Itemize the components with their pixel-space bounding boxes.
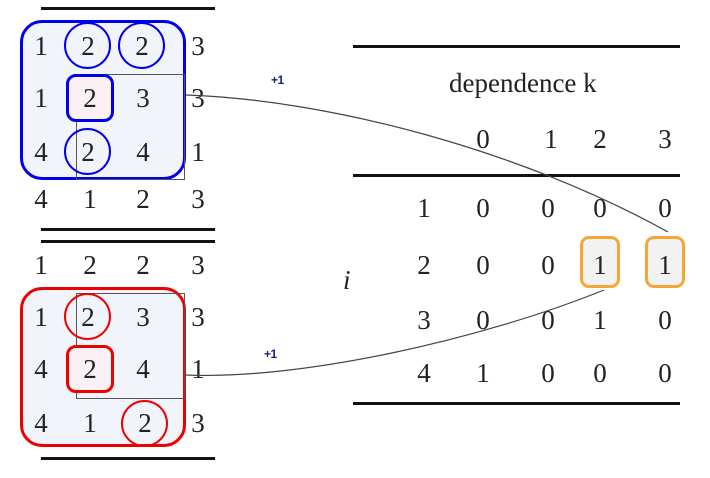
matrix-top-cell-r0c3: 3 <box>191 31 205 61</box>
matrix-top-cell-r1c3: 3 <box>191 83 205 113</box>
matrix-top-circle-r0c1 <box>64 22 111 69</box>
table-midrule <box>353 174 680 177</box>
table-cell-r3c1: 0 <box>541 358 555 388</box>
matrix-top-cell-r1c1: 2 <box>83 83 97 113</box>
table-cell-r3c0: 1 <box>476 358 490 388</box>
matrix-bottom-cell-r0c3: 3 <box>191 302 205 332</box>
matrix-bottom-cell-r2c2: 2 <box>138 408 152 438</box>
matrix-top-pivot-cell <box>66 74 114 122</box>
table-rowheader-0: 1 <box>417 193 431 223</box>
matrix-bottom-cell-r0c1: 2 <box>81 302 95 332</box>
matrix-bottom-cell-r0c2: 3 <box>136 302 150 332</box>
matrix-bottom-colheader-3: 3 <box>191 250 205 280</box>
matrix-top-submatrix-box <box>76 74 185 180</box>
table-cell-r2c1: 0 <box>541 305 555 335</box>
matrix-bottom-cell-r0c0: 1 <box>34 302 48 332</box>
table-colheader-0: 0 <box>476 124 490 154</box>
connector-bottom-label: +1 <box>264 347 277 361</box>
table-bottomrule <box>353 402 680 405</box>
table-highlight-r1c2 <box>580 236 620 288</box>
matrix-top-cell-r1c2: 3 <box>136 83 150 113</box>
table-colheader-2: 2 <box>593 124 607 154</box>
table-cell-r0c0: 0 <box>476 193 490 223</box>
table-cell-r1c0: 0 <box>476 250 490 280</box>
matrix-top-rule-above <box>41 7 215 10</box>
matrix-top-colheader-1: 1 <box>83 184 97 214</box>
matrix-divider-rule-lower <box>41 240 215 243</box>
table-cell-r2c3: 0 <box>658 305 672 335</box>
matrix-top-circle-r0c2 <box>118 22 165 69</box>
connector-top-label: +1 <box>271 73 284 87</box>
table-cell-r0c2: 0 <box>593 193 607 223</box>
matrix-bottom-cell-r2c3: 3 <box>191 408 205 438</box>
matrix-divider-rule-upper <box>41 228 215 231</box>
matrix-bottom-cell-r1c3: 1 <box>191 354 205 384</box>
table-cell-r0c3: 0 <box>658 193 672 223</box>
matrix-bottom-colheader-1: 2 <box>83 250 97 280</box>
matrix-bottom-cell-r2c0: 4 <box>34 408 48 438</box>
matrix-bottom-cell-r1c2: 4 <box>136 354 150 384</box>
matrix-top-circle-r2c1 <box>64 128 111 175</box>
table-cell-r2c2: 1 <box>593 305 607 335</box>
table-toprule <box>353 45 680 48</box>
matrix-top-cell-r2c2: 4 <box>136 137 150 167</box>
table-cell-r0c1: 0 <box>541 193 555 223</box>
table-row-axis-label: i <box>343 265 351 295</box>
table-cell-r1c3: 1 <box>658 250 672 280</box>
table-title: dependence k <box>449 68 597 99</box>
table-rowheader-2: 3 <box>417 305 431 335</box>
matrix-bottom-circle-r2c2 <box>121 400 168 447</box>
table-highlight-r1c3 <box>645 236 685 288</box>
table-rowheader-1: 2 <box>417 250 431 280</box>
table-cell-r1c1: 0 <box>541 250 555 280</box>
matrix-top-cell-r0c2: 2 <box>135 31 149 61</box>
matrix-top-cell-r2c1: 2 <box>81 137 95 167</box>
matrix-top-cell-r2c0: 4 <box>34 137 48 167</box>
matrix-bottom-cell-r1c1: 2 <box>83 354 97 384</box>
table-cell-r3c2: 0 <box>593 358 607 388</box>
table-cell-r2c0: 0 <box>476 305 490 335</box>
matrix-bottom-colheader-2: 2 <box>136 250 150 280</box>
matrix-bottom-rule-below <box>41 457 215 460</box>
table-cell-r1c2: 1 <box>593 250 607 280</box>
matrix-bottom-circle-r0c1 <box>64 293 111 340</box>
table-cell-r3c3: 0 <box>658 358 672 388</box>
matrix-top-colheader-2: 2 <box>136 184 150 214</box>
table-rowheader-3: 4 <box>417 358 431 388</box>
table-title-text: dependence k <box>449 68 597 98</box>
table-colheader-3: 3 <box>658 124 672 154</box>
matrix-bottom-pivot-cell <box>66 345 114 393</box>
matrix-top-cell-r1c0: 1 <box>34 83 48 113</box>
matrix-top-cell-r0c0: 1 <box>34 31 48 61</box>
matrix-bottom-colheader-0: 1 <box>34 250 48 280</box>
matrix-bottom-cell-r2c1: 1 <box>83 408 97 438</box>
matrix-top-cell-r2c3: 1 <box>191 137 205 167</box>
matrix-top-colheader-3: 3 <box>191 184 205 214</box>
matrix-bottom-cell-r1c0: 4 <box>34 354 48 384</box>
matrix-top-cell-r0c1: 2 <box>81 31 95 61</box>
matrix-top-colheader-0: 4 <box>34 184 48 214</box>
table-colheader-1: 1 <box>544 124 558 154</box>
